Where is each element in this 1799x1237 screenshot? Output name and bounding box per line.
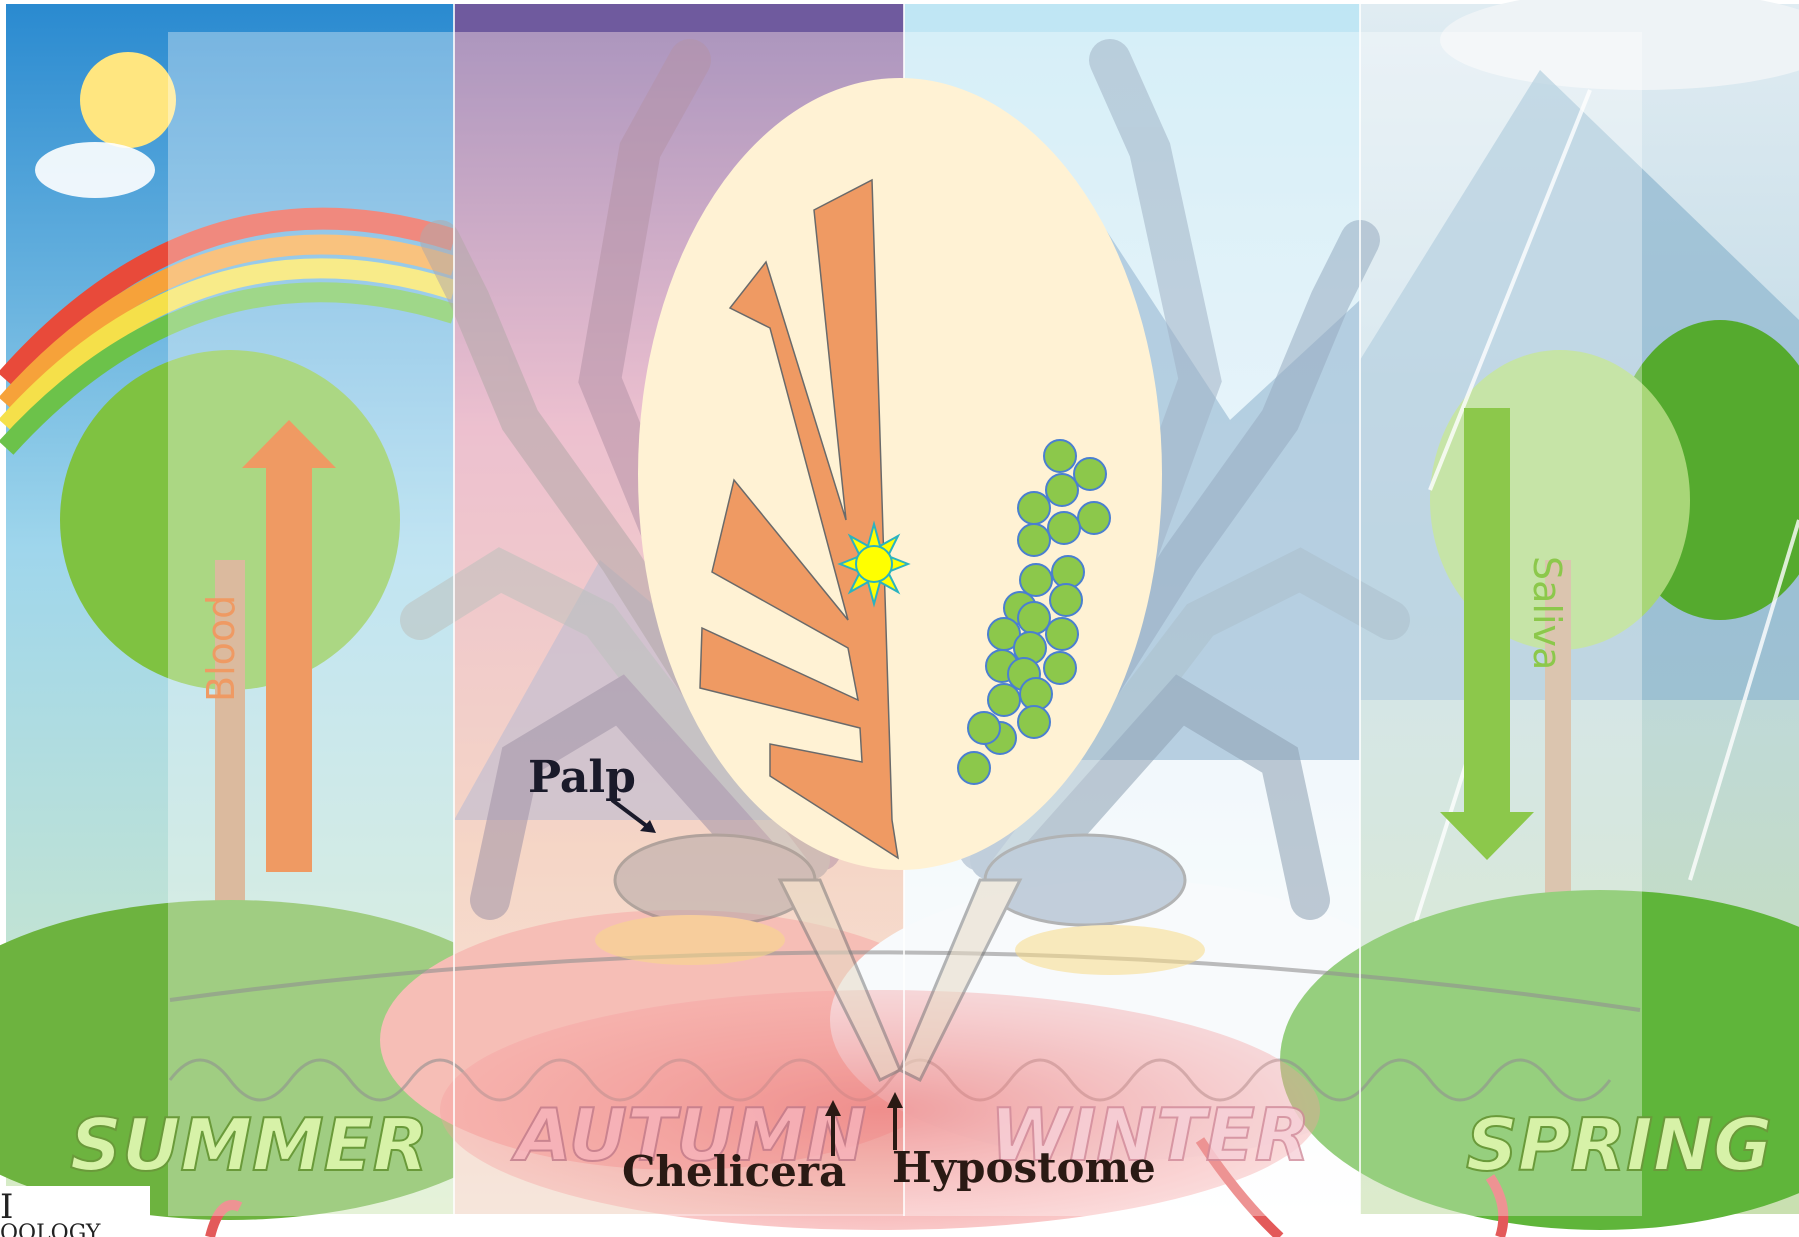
cell: [1020, 564, 1052, 596]
cell: [1046, 474, 1078, 506]
sun-marker-icon: [840, 524, 908, 604]
cell: [1044, 440, 1076, 472]
saliva-label: Saliva: [1525, 556, 1569, 670]
sun-icon: [80, 52, 176, 148]
chelicera-label: Chelicera: [622, 1147, 846, 1196]
cell: [1074, 458, 1106, 490]
cell: [1018, 602, 1050, 634]
hypostome-label: Hypostome: [892, 1143, 1156, 1192]
season-label-spring: SPRING: [1466, 1103, 1772, 1187]
cell: [1046, 618, 1078, 650]
season-label-summer: SUMMER: [70, 1103, 428, 1187]
blood-label: Blood: [199, 595, 243, 702]
corner-text-line2: OOLOGY: [0, 1221, 101, 1237]
cell: [1048, 512, 1080, 544]
tick-gut-inset: [638, 78, 1162, 870]
corner-logo-fragment: I OOLOGY: [0, 1186, 150, 1237]
cell: [1078, 502, 1110, 534]
cell: [1050, 584, 1082, 616]
cell: [988, 684, 1020, 716]
cell: [1018, 524, 1050, 556]
cell: [958, 752, 990, 784]
cell: [1044, 652, 1076, 684]
cell: [1018, 492, 1050, 524]
cell: [1018, 706, 1050, 738]
cell: [968, 712, 1000, 744]
palp-label: Palp: [528, 752, 636, 803]
